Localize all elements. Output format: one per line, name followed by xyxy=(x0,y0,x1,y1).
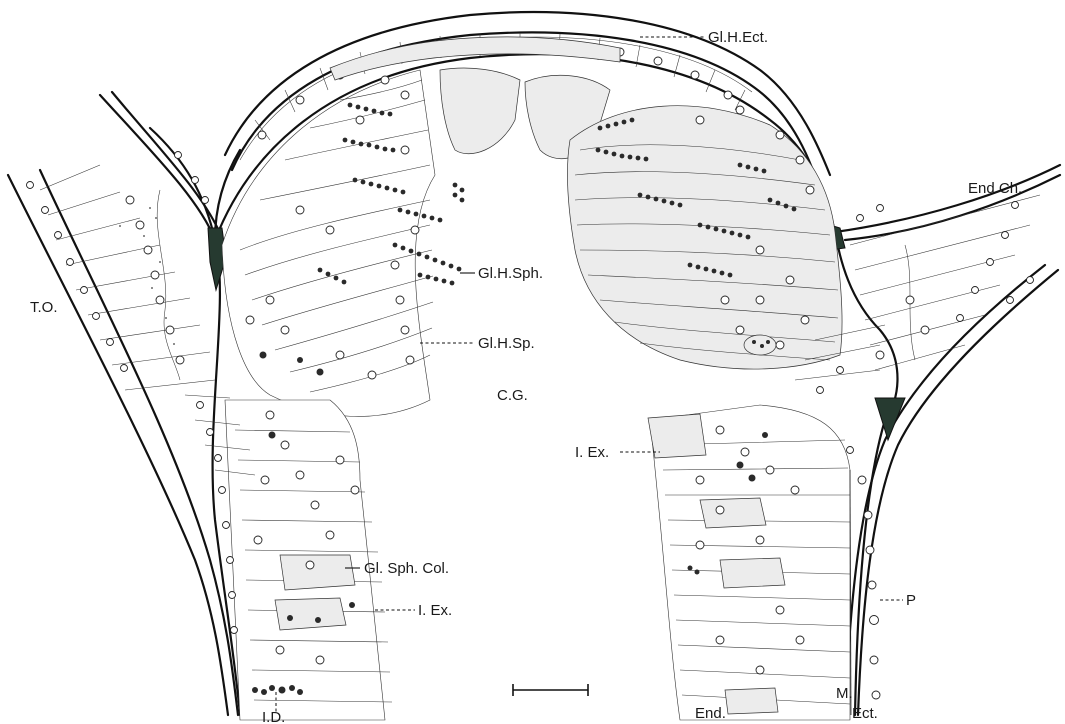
label-gl-sph-col: Gl. Sph. Col. xyxy=(364,560,449,577)
scale-bar xyxy=(513,684,588,696)
label-gl-h-sp: Gl.H.Sp. xyxy=(478,335,535,352)
label-c-g: C.G. xyxy=(497,387,528,404)
label-i-ex-right: I. Ex. xyxy=(575,444,609,461)
left-lower-column xyxy=(185,395,392,720)
label-i-ex-left: I. Ex. xyxy=(418,602,452,619)
label-end-ch: End.Ch. xyxy=(968,180,1022,197)
mesoglea-wedge-right xyxy=(875,398,905,440)
label-t-o: T.O. xyxy=(30,299,58,316)
label-i-d: I.D. xyxy=(262,709,285,724)
label-end: End. xyxy=(695,705,726,722)
label-gl-h-ect: Gl.H.Ect. xyxy=(708,29,768,46)
label-m: M. xyxy=(836,685,853,702)
right-lower-column xyxy=(648,325,885,720)
label-ect: Ect. xyxy=(852,705,878,722)
left-tentacle-region xyxy=(27,152,216,391)
label-p: P xyxy=(906,592,916,609)
label-gl-h-sph: Gl.H.Sph. xyxy=(478,265,543,282)
left-gland-mass xyxy=(222,68,610,416)
